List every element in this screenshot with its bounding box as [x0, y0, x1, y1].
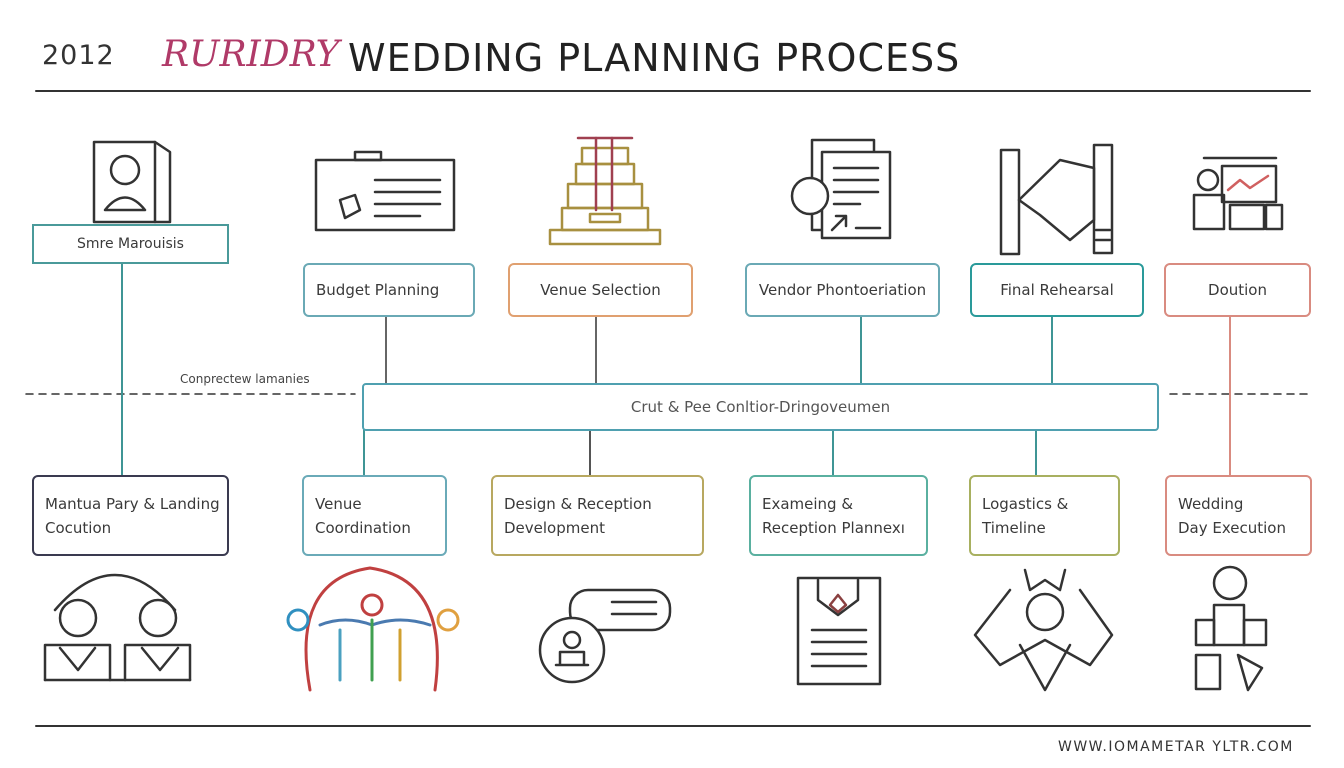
footer-url[interactable]: WWW.IOMAMETAR YLTR.COM [1058, 739, 1294, 755]
connectors [121, 262, 1231, 476]
dashed-line-note: Conprectew lamanies [180, 372, 310, 386]
step-label-line1: Logastics & [982, 494, 1069, 513]
step-label-line2: Reception Plannexı [762, 518, 905, 537]
step-label-line1: Design & Reception [504, 494, 652, 513]
step-label-line2: Coordination [315, 518, 411, 537]
step-label: Doution [1208, 281, 1267, 299]
step-box-budget-planning[interactable]: Budget Planning [303, 263, 475, 317]
step-box-doution[interactable]: Doution [1164, 263, 1311, 317]
wedding-cake-icon [548, 136, 662, 246]
step-box-vendor[interactable]: Vendor Phontoeriation [745, 263, 940, 317]
step-box-reception-planner[interactable]: Exameing & Reception Plannexı [749, 475, 928, 556]
document-icon [790, 138, 892, 240]
step-label-line2: Timeline [982, 518, 1046, 537]
portrait-frame-icon [92, 140, 172, 224]
checklist-card-icon [314, 150, 456, 232]
people-circle-icon [286, 566, 460, 692]
coordination-bar-label: Crut & Pee Conltior-Dringoveumen [630, 398, 891, 416]
step-label: Smre Marouisis [77, 236, 184, 252]
person-blocks-icon [1194, 565, 1268, 692]
step-label-line2: Cocution [45, 518, 112, 537]
header-brand-logo: RURIDRY [162, 34, 340, 75]
step-label-line1: Wedding [1178, 494, 1244, 513]
step-label: Venue Selection [540, 281, 661, 299]
step-label-line2: Day Execution [1178, 518, 1286, 537]
header-year: 2012 [42, 40, 115, 71]
presenter-board-icon [1192, 156, 1284, 231]
step-label: Vendor Phontoeriation [758, 281, 927, 299]
step-label: Final Rehearsal [1000, 281, 1114, 299]
figure-geometric-icon [973, 568, 1114, 692]
step-label-line1: Venue [315, 494, 362, 513]
step-label-line1: Mantua Pary & Landing [45, 494, 220, 513]
step-label-line2: Development [504, 518, 605, 537]
page-title: WEDDING PLANNING PROCESS [348, 36, 961, 80]
cake-stand-icon [538, 588, 672, 684]
couple-icon [43, 573, 192, 682]
coordination-bar[interactable]: Crut & Pee Conltior-Dringoveumen [362, 383, 1159, 431]
step-box-venue-selection[interactable]: Venue Selection [508, 263, 693, 317]
step-label-line1: Exameing & [762, 494, 854, 513]
step-box-final-rehearsal[interactable]: Final Rehearsal [970, 263, 1144, 317]
menu-card-icon [796, 576, 882, 686]
step-box-logistics-timeline[interactable]: Logastics & Timeline [969, 475, 1120, 556]
hand-gesture-icon [999, 143, 1114, 256]
step-box-top-1[interactable]: Smre Marouisis [32, 224, 229, 264]
step-label: Budget Planning [316, 281, 440, 299]
